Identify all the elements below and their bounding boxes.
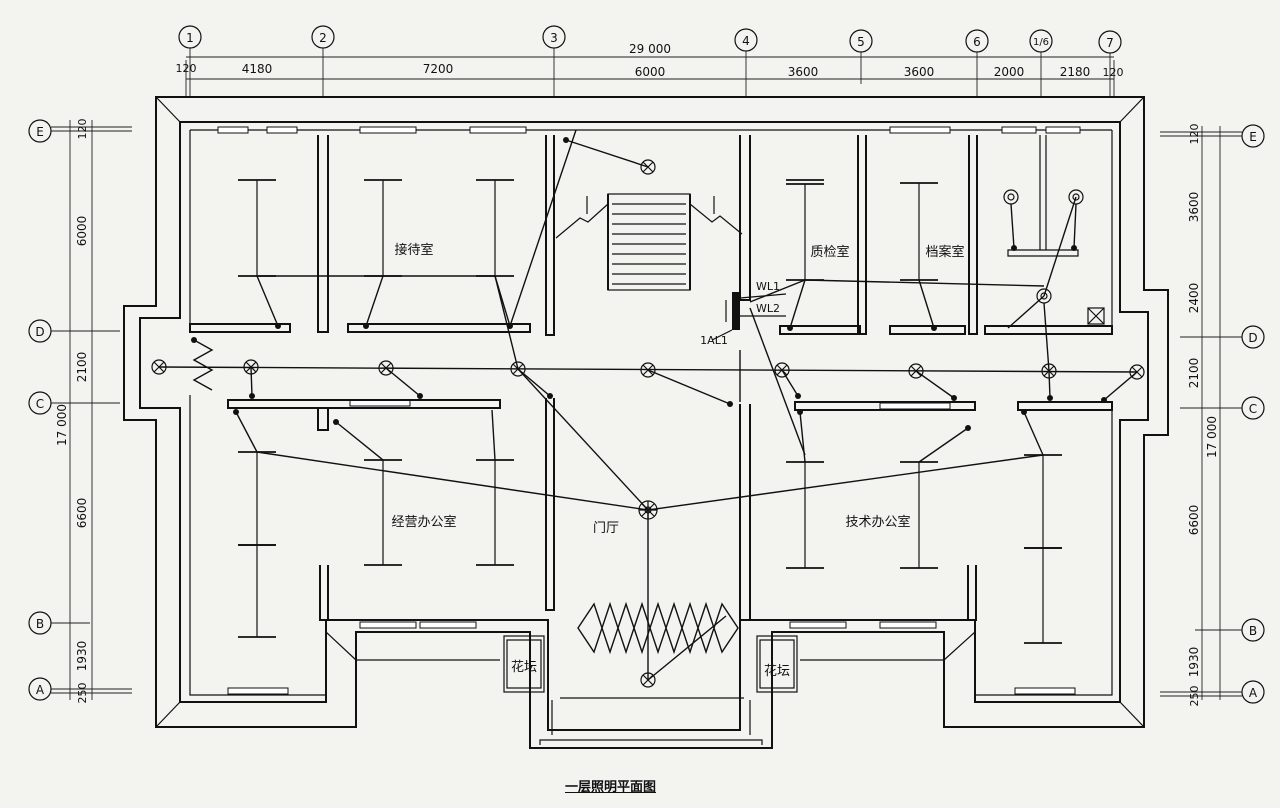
left-axis: E D C B A 120 6000 2100 6600 1930 250 17… — [28, 119, 132, 704]
planter-label-left: 花坛 — [511, 659, 537, 675]
axis-label: 6 — [973, 35, 981, 49]
svg-text:B: B — [36, 617, 44, 631]
fluorescent-fixture — [1024, 454, 1062, 549]
svg-text:250: 250 — [76, 683, 89, 704]
dim-value: 2180 — [1060, 65, 1091, 79]
dim-value: 2000 — [994, 65, 1025, 79]
fluorescent-fixtures — [238, 179, 1062, 644]
fluorescent-fixture — [364, 179, 402, 277]
room-label-reception: 接待室 — [394, 242, 433, 258]
svg-text:E: E — [1249, 130, 1257, 144]
interior-partitions — [189, 135, 1113, 621]
svg-text:2400: 2400 — [1187, 283, 1201, 314]
distribution-panel: 1AL1 WL1 WL2 — [700, 280, 787, 347]
wall-lamp — [1003, 189, 1019, 205]
room-label-tech: 技术办公室 — [845, 514, 910, 530]
axis-label: 1 — [186, 31, 194, 45]
svg-text:D: D — [35, 325, 44, 339]
axis-label: 3 — [550, 31, 558, 45]
svg-text:D: D — [1248, 331, 1257, 345]
axis-label: 2 — [319, 31, 327, 45]
svg-text:2100: 2100 — [75, 352, 89, 383]
svg-text:6000: 6000 — [75, 216, 89, 247]
fluorescent-fixture — [238, 451, 276, 546]
svg-text:120: 120 — [76, 119, 89, 140]
room-labels: 接待室 质检室 档案室 经营办公室 门厅 技术办公室 花坛 花坛 — [391, 242, 964, 679]
axis-label: 1/6 — [1033, 37, 1049, 48]
planter-label-right: 花坛 — [764, 663, 790, 679]
fluorescent-fixture — [786, 461, 824, 569]
svg-text:6600: 6600 — [1187, 505, 1201, 536]
top-dimensions: 29 000 120 4180 7200 6000 3600 3600 2000… — [176, 42, 1124, 98]
circuit-label-wl2: WL2 — [756, 302, 780, 315]
dim-value: 6000 — [635, 65, 666, 79]
dim-value: 3600 — [788, 65, 819, 79]
svg-text:17 000: 17 000 — [55, 404, 69, 446]
panel-label: 1AL1 — [700, 334, 728, 347]
drawing-title: 一层照明平面图 — [565, 780, 657, 795]
right-axis: E D C B A 120 3600 2400 2100 6600 1930 2… — [1160, 124, 1265, 707]
fluorescent-fixture — [238, 544, 276, 638]
svg-text:250: 250 — [1188, 686, 1201, 707]
exhaust-fan — [1087, 307, 1105, 325]
staircase — [555, 193, 743, 291]
fluorescent-fixture — [476, 179, 514, 277]
svg-text:E: E — [36, 125, 44, 139]
fluorescent-fixture — [238, 179, 276, 277]
room-label-archive: 档案室 — [925, 244, 964, 260]
room-label-business: 经营办公室 — [391, 514, 456, 530]
room-label-qc: 质检室 — [810, 244, 849, 260]
dim-value: 7200 — [423, 62, 454, 76]
fluorescent-fixture — [1024, 547, 1062, 644]
axis-label: 5 — [857, 35, 865, 49]
fluorescent-fixture — [900, 182, 938, 281]
svg-text:1930: 1930 — [1187, 647, 1201, 678]
svg-text:1930: 1930 — [75, 641, 89, 672]
wiring — [158, 129, 1138, 681]
axis-label: 7 — [1106, 36, 1114, 50]
fluorescent-fixture — [364, 459, 402, 566]
dim-value: 120 — [1103, 66, 1124, 79]
dim-total-top: 29 000 — [629, 42, 671, 56]
dim-value: 3600 — [904, 65, 935, 79]
svg-text:2100: 2100 — [1187, 358, 1201, 389]
room-label-lobby: 门厅 — [593, 521, 619, 536]
svg-text:17 000: 17 000 — [1205, 416, 1219, 458]
svg-text:6600: 6600 — [75, 498, 89, 529]
fluorescent-fixture — [476, 459, 514, 566]
svg-text:A: A — [1249, 686, 1258, 700]
exterior-walls — [123, 96, 1169, 749]
svg-text:120: 120 — [1188, 124, 1201, 145]
planter-left — [503, 635, 545, 693]
svg-text:C: C — [36, 397, 44, 411]
dim-value: 4180 — [242, 62, 273, 76]
svg-text:C: C — [1249, 402, 1257, 416]
dim-value: 120 — [176, 62, 197, 75]
svg-text:A: A — [36, 683, 45, 697]
planter-right — [756, 635, 798, 693]
windows — [217, 126, 1081, 695]
fluorescent-fixture — [786, 179, 824, 281]
circuit-label-wl1: WL1 — [756, 280, 780, 293]
svg-text:3600: 3600 — [1187, 192, 1201, 223]
svg-text:B: B — [1249, 624, 1257, 638]
axis-label: 4 — [742, 34, 750, 48]
